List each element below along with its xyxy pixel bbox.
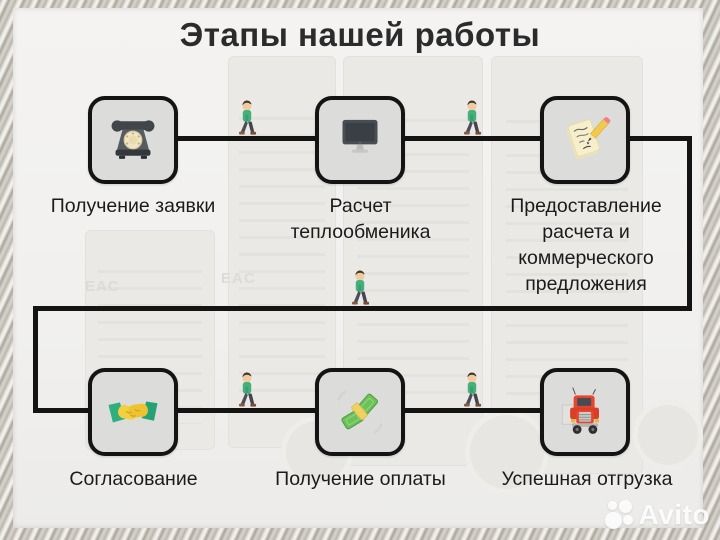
document-pencil-icon <box>567 117 611 159</box>
step-box-agreement <box>88 368 178 456</box>
step-label-payment: Получение оплаты <box>275 468 446 490</box>
telephone-icon <box>111 120 155 159</box>
flange-port-watermark <box>633 400 703 470</box>
walking-person-icon <box>464 372 482 407</box>
eac-mark-watermark: EAC <box>221 270 256 287</box>
connector-return <box>33 306 692 311</box>
page-title: Этапы нашей работы <box>179 16 541 53</box>
step-box-shipping <box>540 368 630 456</box>
walking-person-icon <box>464 100 482 135</box>
avito-logo-icon <box>604 500 635 530</box>
step-label-request: Получение заявки <box>50 195 216 217</box>
connector-row2 <box>33 408 590 413</box>
truck-icon <box>561 387 599 434</box>
flange-port-watermark <box>465 410 549 494</box>
walking-person-icon <box>352 270 370 305</box>
step-box-payment <box>315 368 405 456</box>
handshake-icon <box>108 401 158 423</box>
walking-person-icon <box>239 372 257 407</box>
step-box-calculation <box>315 96 405 184</box>
walking-person-icon <box>239 100 257 135</box>
money-icon <box>337 390 383 434</box>
step-label-calculation: Расчет теплообменика <box>290 195 431 243</box>
step-label-proposal: Предоставление расчета и коммерческого п… <box>510 195 662 295</box>
avito-watermark: Avito <box>604 499 710 531</box>
step-label-agreement: Согласование <box>69 468 198 490</box>
step-box-proposal <box>540 96 630 184</box>
connector-row1 <box>120 136 692 141</box>
connector-right-vertical <box>687 136 692 311</box>
step-label-shipping: Успешная отгрузка <box>501 468 673 490</box>
step-box-request <box>88 96 178 184</box>
computer-icon <box>342 119 378 153</box>
connector-left-vertical <box>33 306 38 413</box>
eac-mark-watermark: EAC <box>85 278 120 295</box>
avito-wordmark: Avito <box>638 499 710 530</box>
